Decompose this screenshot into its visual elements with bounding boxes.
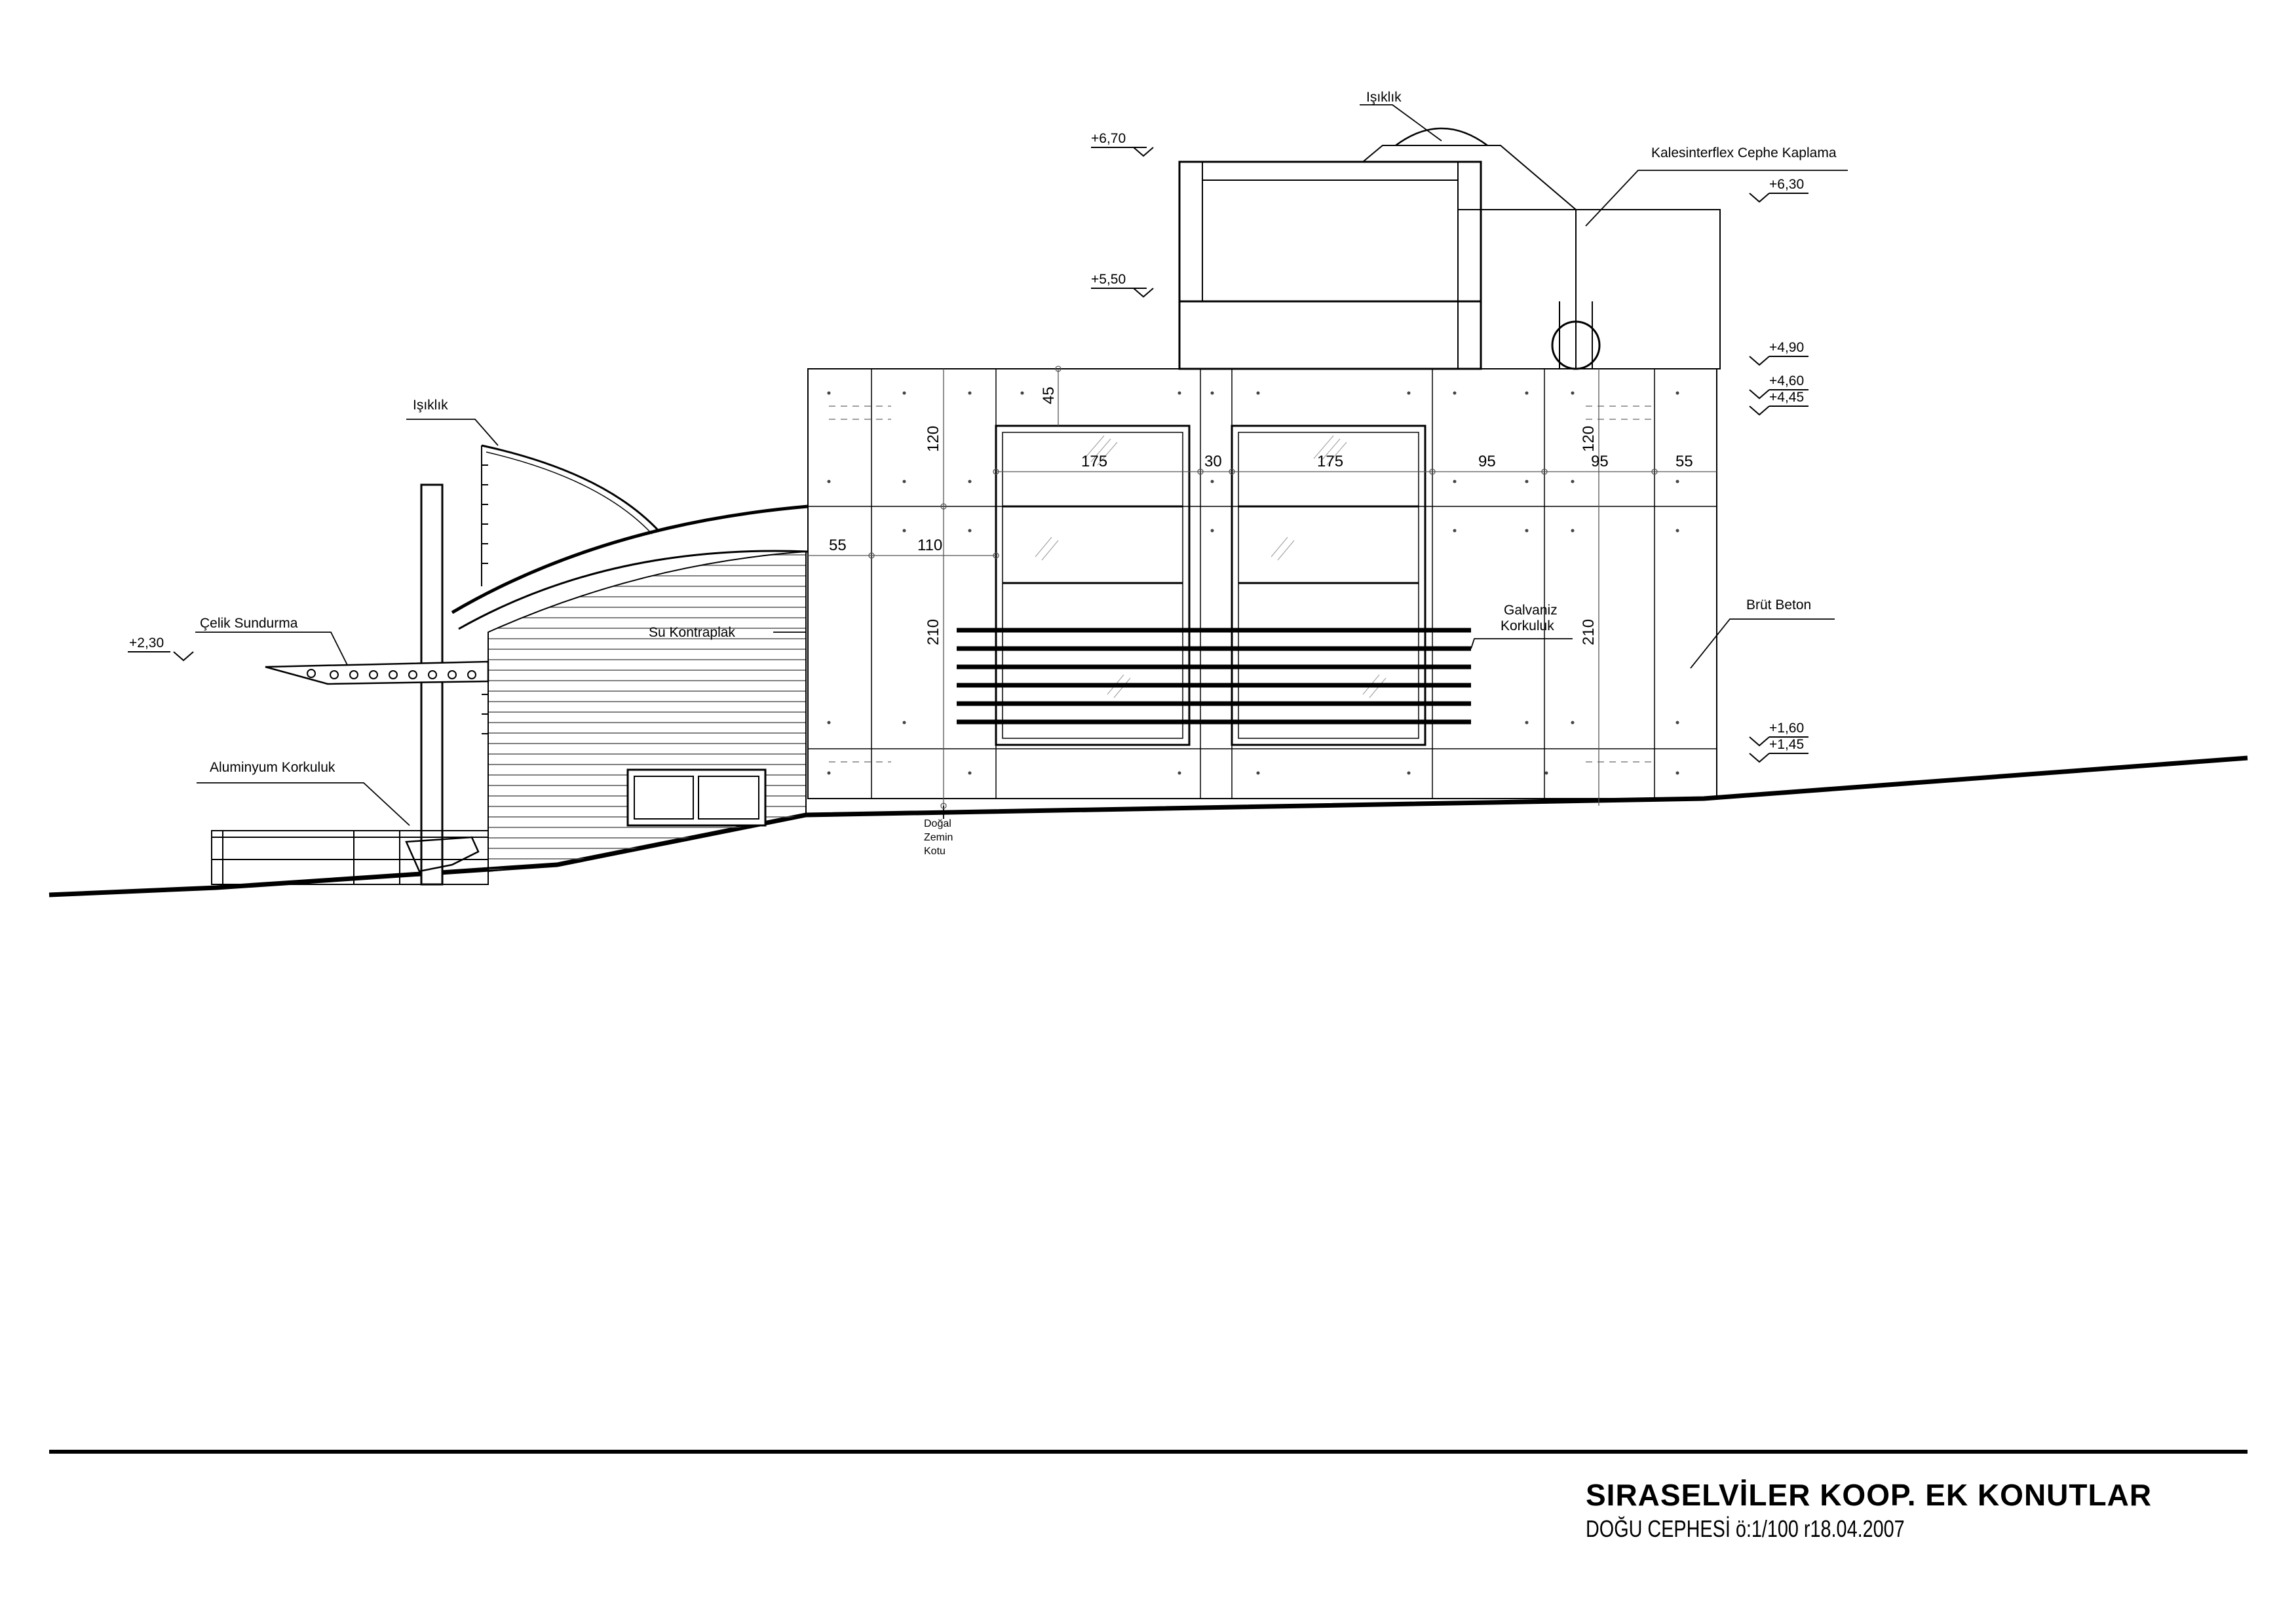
level-markers	[128, 147, 1808, 763]
label-cladding: Kalesinterflex Cephe Kaplama	[1651, 145, 1837, 161]
level-630: +6,30	[1769, 177, 1804, 192]
title-block: SIRASELVİLER KOOP. EK KONUTLAR DOĞU CEPH…	[1586, 1477, 2241, 1543]
sheet-subtitle: DOĞU CEPHESİ ö:1/100 r18.04.2007	[1586, 1515, 1905, 1542]
ground-line	[48, 755, 2248, 897]
dim-120-right: 120	[1580, 426, 1598, 452]
label-skylight-top: Işıklık	[1366, 90, 1402, 105]
level-490: +4,90	[1769, 340, 1804, 355]
dim-95-right: 95	[1591, 453, 1609, 470]
label-exposed-concrete: Brüt Beton	[1746, 597, 1811, 613]
label-aluminium-railing: Aluminyum Korkuluk	[210, 760, 335, 775]
dim-110: 110	[917, 537, 942, 554]
label-steel-canopy: Çelik Sundurma	[200, 616, 298, 631]
dim-210-right: 210	[1580, 619, 1598, 645]
dim-55-left: 55	[829, 537, 847, 554]
dim-120-left: 120	[925, 426, 942, 452]
level-460: +4,60	[1769, 373, 1804, 388]
aluminium-railing	[211, 830, 489, 885]
project-title: SIRASELVİLER KOOP. EK KONUTLAR	[1586, 1478, 2152, 1512]
window-left	[995, 425, 1191, 746]
label-galvanized-railing-1: Galvaniz	[1504, 603, 1558, 618]
label-galvanized-railing-2: Korkuluk	[1501, 618, 1554, 633]
label-natural-ground-3: Kotu	[924, 846, 946, 857]
dim-45: 45	[1040, 387, 1058, 404]
steel-column	[420, 483, 444, 886]
dimension-lines	[808, 366, 1717, 809]
dim-30: 30	[1204, 453, 1222, 470]
level-445: +4,45	[1769, 390, 1804, 405]
label-plywood: Su Kontraplak	[649, 625, 735, 640]
leader-lines	[195, 104, 1848, 826]
steel-canopy	[265, 660, 489, 685]
dim-210-left: 210	[925, 619, 942, 645]
form-tie-dots	[827, 391, 1679, 775]
level-230: +2,30	[129, 635, 164, 651]
galvanized-railing	[957, 628, 1471, 725]
dim-175-left: 175	[1081, 453, 1107, 470]
dim-175-right: 175	[1317, 453, 1343, 470]
level-145: +1,45	[1769, 737, 1804, 752]
dim-55-right: 55	[1675, 453, 1693, 470]
level-550: +5,50	[1091, 272, 1126, 287]
level-160: +1,60	[1769, 721, 1804, 736]
label-natural-ground-1: Doğal	[924, 818, 951, 829]
label-natural-ground-2: Zemin	[924, 832, 953, 843]
dim-95-left: 95	[1478, 453, 1496, 470]
left-pavilion	[451, 444, 809, 873]
window-right	[1231, 425, 1426, 746]
level-670: +6,70	[1091, 131, 1126, 146]
label-skylight-left: Işıklık	[413, 398, 448, 413]
upper-volume	[1178, 127, 1721, 370]
